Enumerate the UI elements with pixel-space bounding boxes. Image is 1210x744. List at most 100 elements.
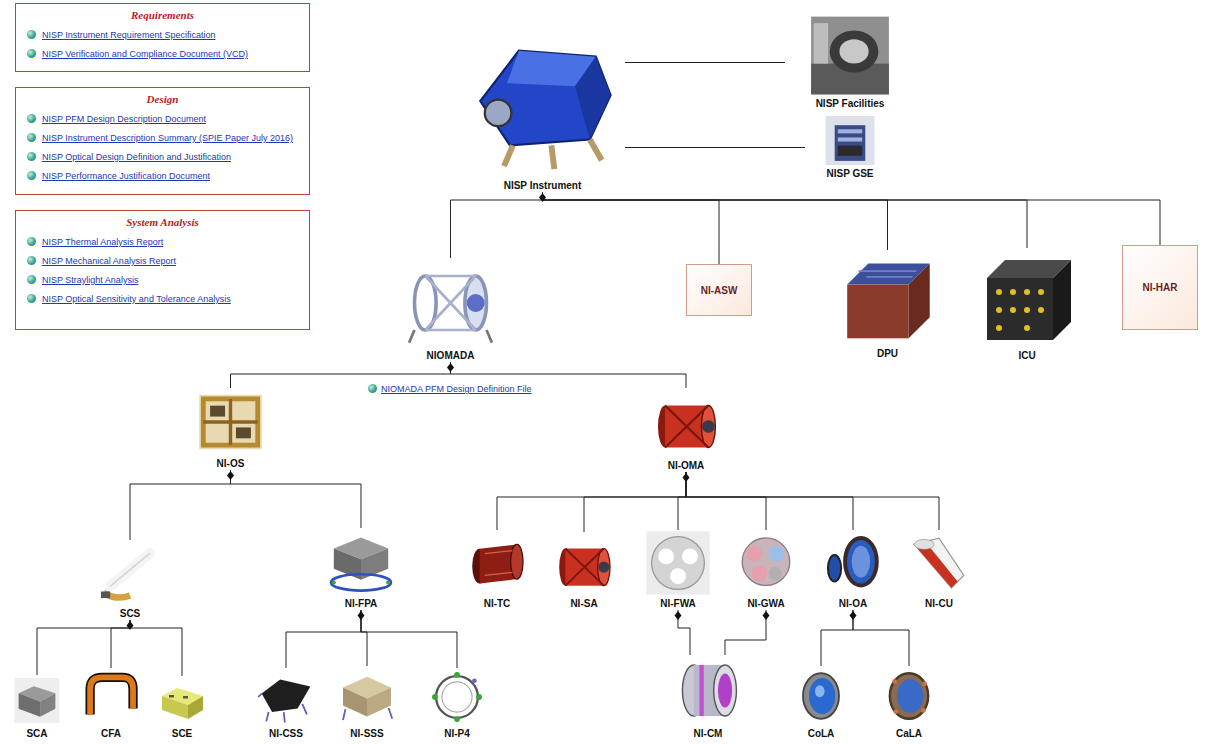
product-label: SCA bbox=[8, 728, 66, 740]
product-label: NISP Facilities bbox=[785, 98, 915, 110]
document-link: NISP Optical Sensitivity and Tolerance A… bbox=[24, 293, 301, 305]
document-link: NISP Instrument Description Summary (SPI… bbox=[24, 132, 301, 144]
tree-connector bbox=[678, 472, 686, 530]
document-panel: System AnalysisNISP Thermal Analysis Rep… bbox=[15, 210, 310, 330]
product-illustration bbox=[320, 528, 402, 596]
composition-diamond bbox=[763, 611, 770, 620]
product-illustration bbox=[670, 655, 746, 726]
product-label: CoLA bbox=[790, 728, 852, 740]
product-illustration bbox=[908, 530, 970, 596]
tree-connector bbox=[725, 610, 766, 655]
tree-connector bbox=[625, 62, 785, 63]
tree-connector bbox=[543, 192, 720, 264]
composition-diamond bbox=[850, 611, 857, 620]
product-node: CoLA bbox=[790, 666, 852, 740]
product-node: SCS bbox=[85, 540, 175, 620]
tree-connector bbox=[286, 610, 361, 668]
product-node: NISP GSE bbox=[805, 115, 895, 180]
document-link: NIOMADA PFM Design Definition File bbox=[365, 383, 532, 395]
product-node: NI-SA bbox=[553, 532, 615, 610]
product-node: NI-CSS bbox=[255, 668, 317, 740]
link-icon bbox=[27, 49, 36, 58]
composition-diamond bbox=[227, 471, 234, 480]
product-label: NI-SA bbox=[553, 598, 615, 610]
product-node: NI-SSS bbox=[335, 666, 399, 740]
document-panel: DesignNISP PFM Design Description Docume… bbox=[15, 87, 310, 195]
document-panel: RequirementsNISP Instrument Requirement … bbox=[15, 3, 310, 72]
product-label: SCE bbox=[152, 728, 212, 740]
product-label: NI-SSS bbox=[335, 728, 399, 740]
product-illustration bbox=[790, 666, 852, 726]
tree-connector bbox=[451, 192, 543, 258]
product-label: NI-FWA bbox=[643, 598, 713, 610]
document-link: NISP Performance Justification Document bbox=[24, 170, 301, 182]
composition-diamond bbox=[539, 193, 546, 202]
tree-connector bbox=[625, 147, 805, 148]
product-node: NI-FPA bbox=[320, 528, 402, 610]
tree-connector bbox=[821, 610, 853, 666]
panel-heading: System Analysis bbox=[24, 215, 301, 229]
product-label: NI-P4 bbox=[426, 728, 488, 740]
product-illustration bbox=[426, 668, 488, 726]
product-illustration bbox=[630, 388, 742, 458]
product-illustration bbox=[962, 248, 1092, 348]
product-label: NI-GWA bbox=[730, 598, 802, 610]
product-box: NI-ASW bbox=[686, 264, 752, 316]
tree-connector bbox=[853, 610, 909, 666]
product-illustration bbox=[805, 115, 895, 166]
product-node: NISP Facilities bbox=[785, 15, 915, 110]
product-illustration bbox=[553, 532, 615, 596]
link-icon bbox=[27, 237, 36, 246]
product-node: NI-OS bbox=[183, 388, 278, 470]
tree-connector bbox=[111, 620, 130, 668]
tree-connector bbox=[130, 620, 182, 676]
product-label: NISP Instrument bbox=[460, 180, 625, 192]
product-illustration bbox=[643, 530, 713, 596]
product-node: NI-CU bbox=[908, 530, 970, 610]
product-illustration bbox=[878, 666, 940, 726]
document-link: NISP Mechanical Analysis Report bbox=[24, 255, 301, 267]
tree-connector bbox=[361, 610, 457, 668]
tree-connector bbox=[686, 472, 939, 530]
product-label: NI-CU bbox=[908, 598, 970, 610]
product-node: NI-CM bbox=[670, 655, 746, 740]
product-label: NIOMADA bbox=[393, 350, 508, 362]
product-illustration bbox=[835, 250, 940, 346]
tree-connector bbox=[231, 470, 362, 528]
product-label: SCS bbox=[85, 608, 175, 620]
tree-connector bbox=[543, 192, 888, 250]
product-node: NI-OMA bbox=[630, 388, 742, 472]
product-label: NISP GSE bbox=[805, 168, 895, 180]
product-label: CFA bbox=[82, 728, 140, 740]
product-illustration bbox=[8, 675, 66, 726]
product-node: NI-GWA bbox=[730, 530, 802, 610]
product-illustration bbox=[82, 668, 140, 726]
product-label: NI-OA bbox=[818, 598, 888, 610]
document-link: NISP Optical Design Definition and Justi… bbox=[24, 151, 301, 163]
tree-connector bbox=[686, 472, 853, 530]
product-label: DPU bbox=[835, 348, 940, 360]
link-icon bbox=[27, 275, 36, 284]
product-illustration bbox=[255, 668, 317, 726]
product-box: NI-HAR bbox=[1122, 245, 1198, 330]
product-label: NI-FPA bbox=[320, 598, 402, 610]
composition-diamond bbox=[675, 611, 682, 620]
composition-diamond bbox=[447, 363, 454, 372]
link-icon bbox=[27, 294, 36, 303]
product-illustration bbox=[335, 666, 399, 726]
product-illustration bbox=[152, 676, 212, 726]
composition-diamond bbox=[127, 621, 134, 630]
product-node: DPU bbox=[835, 250, 940, 360]
tree-connector bbox=[130, 470, 231, 540]
document-link: NISP PFM Design Description Document bbox=[24, 113, 301, 125]
product-label: NI-HAR bbox=[1143, 282, 1178, 293]
product-node: CFA bbox=[82, 668, 140, 740]
product-illustration bbox=[183, 388, 278, 456]
product-label: NI-CSS bbox=[255, 728, 317, 740]
product-label: NI-CM bbox=[670, 728, 746, 740]
product-illustration bbox=[85, 540, 175, 606]
product-label: NI-ASW bbox=[701, 285, 738, 296]
link-icon bbox=[27, 256, 36, 265]
product-label: NI-TC bbox=[466, 598, 528, 610]
